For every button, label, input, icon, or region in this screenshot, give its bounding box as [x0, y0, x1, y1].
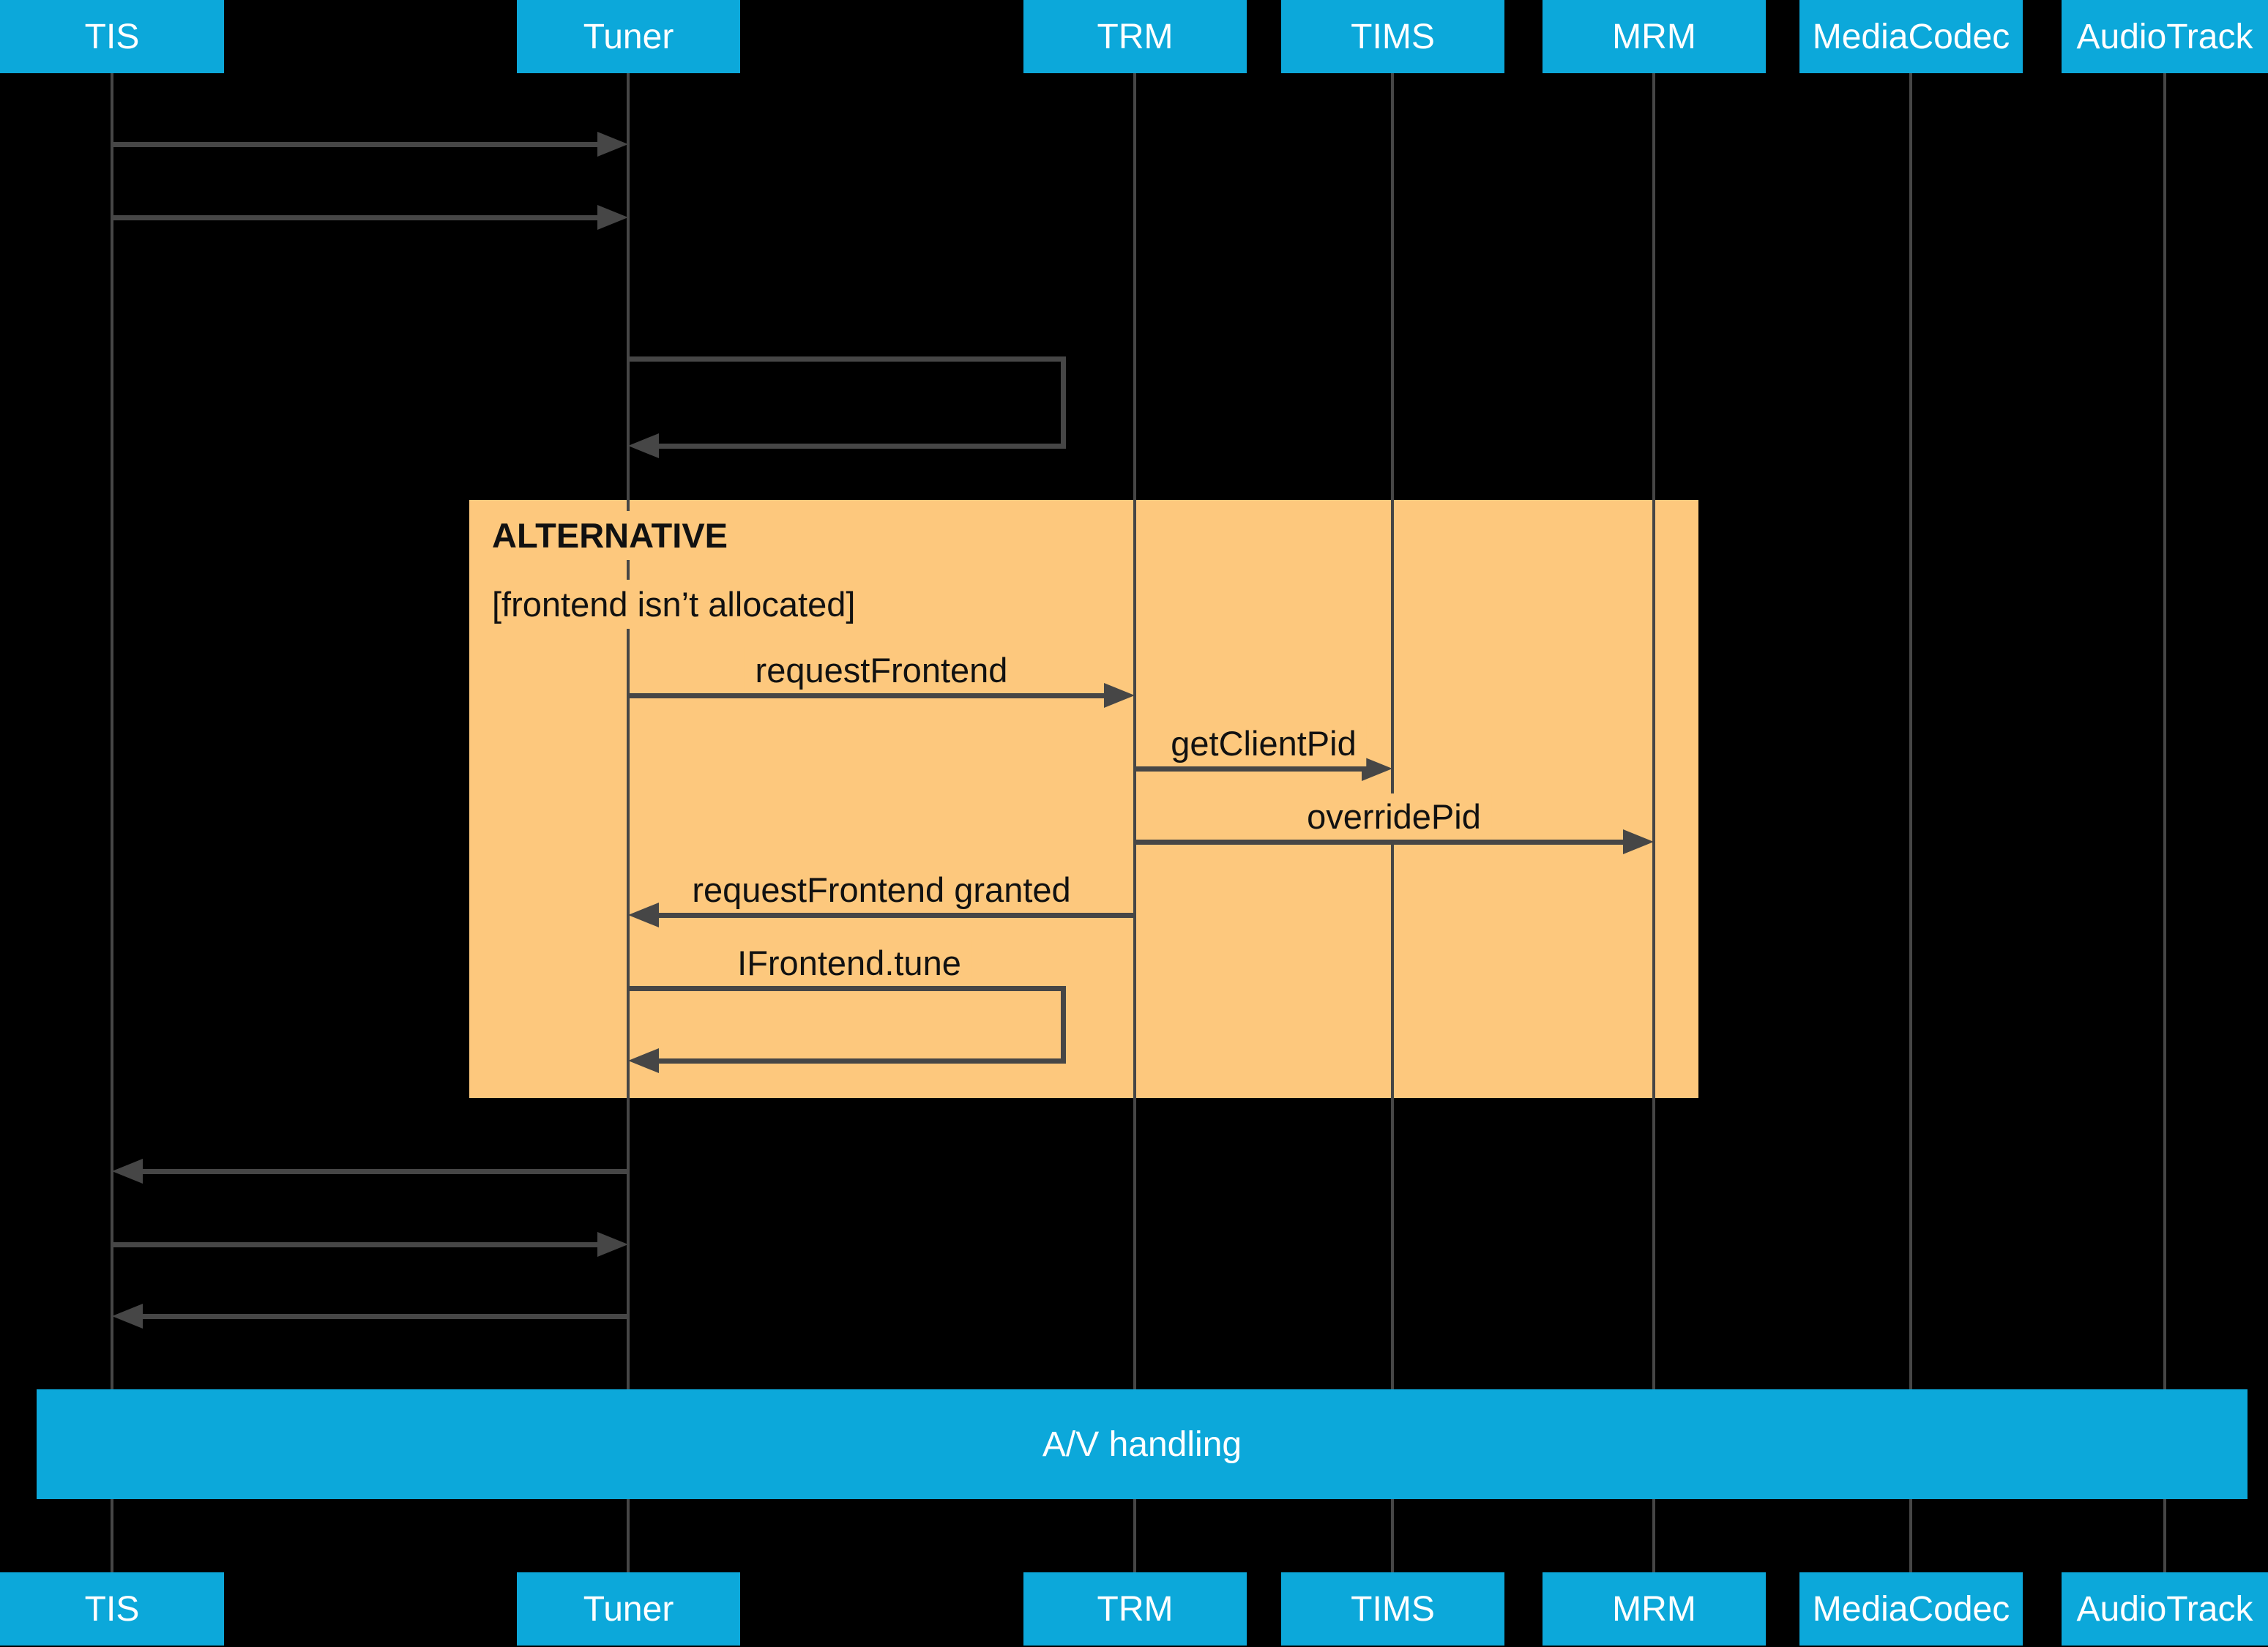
participant-top-audiotrack: AudioTrack: [2062, 0, 2268, 73]
label-override-pid: overridePid: [1297, 793, 1491, 840]
lifeline-tuner: [627, 72, 630, 1574]
arrowhead-get-client-pid: [1362, 756, 1392, 781]
lifeline-mediacodec: [1909, 72, 1912, 1574]
participant-top-trm: TRM: [1023, 0, 1247, 73]
message-line-tuner-tis-2: [138, 1314, 628, 1319]
lifeline-tis: [111, 72, 113, 1574]
participant-label: TRM: [1097, 1589, 1174, 1629]
message-line-request-frontend: [628, 693, 1108, 698]
participant-bottom-tims: TIMS: [1281, 1572, 1504, 1646]
participant-bottom-tis: TIS: [0, 1572, 224, 1646]
arrowhead-tis-tuner-1: [597, 132, 628, 157]
arrowhead-tis-tuner-2: [597, 205, 628, 230]
participant-label: MRM: [1612, 1589, 1696, 1629]
participant-label: TIS: [84, 1589, 140, 1629]
arrowhead-tuner-tis-2: [112, 1304, 143, 1329]
message-line-get-client-pid: [1135, 766, 1365, 772]
self-message-ifrontend-right: [1061, 986, 1066, 1064]
participant-label: TRM: [1097, 17, 1174, 56]
participant-label: Tuner: [583, 17, 674, 56]
label-ifrontend-tune: IFrontend.tune: [727, 940, 971, 986]
participant-label: AudioTrack: [2076, 1589, 2253, 1629]
alt-fragment-title: ALTERNATIVE: [492, 511, 736, 560]
self-message-tuner-right: [1061, 356, 1066, 449]
participant-bottom-audiotrack: AudioTrack: [2062, 1572, 2268, 1646]
av-handling-label: A/V handling: [1042, 1424, 1242, 1464]
arrowhead-ifrontend-tune: [628, 1048, 659, 1073]
av-handling-bar: A/V handling: [37, 1389, 2248, 1499]
lifeline-mrm: [1652, 72, 1655, 1574]
label-get-client-pid: getClientPid: [1160, 720, 1367, 766]
arrowhead-request-frontend-granted: [628, 903, 659, 927]
arrowhead-self-tuner: [628, 433, 659, 458]
participant-label: TIMS: [1351, 17, 1435, 56]
label-request-frontend: requestFrontend: [745, 647, 1018, 693]
participant-top-mrm: MRM: [1543, 0, 1766, 73]
message-line-override-pid: [1135, 840, 1626, 845]
self-message-tuner-top: [628, 356, 1066, 362]
arrowhead-request-frontend: [1104, 683, 1135, 708]
participant-bottom-mrm: MRM: [1543, 1572, 1766, 1646]
message-line-tis-tuner-1: [112, 142, 602, 147]
participant-label: AudioTrack: [2076, 17, 2253, 56]
participant-label: MRM: [1612, 17, 1696, 56]
participant-label: MediaCodec: [1812, 1589, 2010, 1629]
participant-top-tuner: Tuner: [517, 0, 740, 73]
message-line-tuner-tis-1: [138, 1169, 628, 1174]
arrowhead-override-pid: [1623, 829, 1654, 854]
participant-top-mediacodec: MediaCodec: [1799, 0, 2023, 73]
arrowhead-tis-tuner-3: [597, 1232, 628, 1257]
message-line-tis-tuner-2: [112, 215, 602, 220]
participant-label: TIS: [84, 17, 140, 56]
alt-fragment-condition: [frontend isn’t allocated]: [492, 580, 863, 629]
self-message-ifrontend-bottom: [654, 1058, 1066, 1064]
participant-top-tims: TIMS: [1281, 0, 1504, 73]
self-message-ifrontend-top: [628, 986, 1066, 991]
lifeline-trm: [1133, 72, 1136, 1574]
participant-label: MediaCodec: [1812, 17, 2010, 56]
participant-bottom-mediacodec: MediaCodec: [1799, 1572, 2023, 1646]
message-line-request-frontend-granted: [654, 913, 1135, 918]
self-message-tuner-bottom: [654, 444, 1066, 449]
label-request-frontend-granted: requestFrontend granted: [682, 867, 1081, 913]
arrowhead-tuner-tis-1: [112, 1159, 143, 1184]
participant-top-tis: TIS: [0, 0, 224, 73]
participant-bottom-trm: TRM: [1023, 1572, 1247, 1646]
lifeline-audiotrack: [2163, 72, 2166, 1574]
participant-label: Tuner: [583, 1589, 674, 1629]
participant-bottom-tuner: Tuner: [517, 1572, 740, 1646]
participant-label: TIMS: [1351, 1589, 1435, 1629]
message-line-tis-tuner-3: [112, 1242, 602, 1247]
